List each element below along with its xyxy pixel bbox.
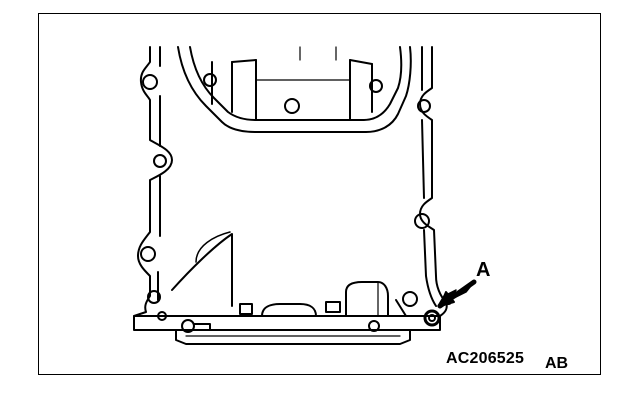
- figure-revision: AB: [545, 355, 569, 372]
- drain-plug-icon: [423, 309, 441, 327]
- sump-opening-inner: [189, 46, 403, 121]
- oil-pan-flange-outer: [133, 46, 448, 331]
- sump-opening-outer: [177, 46, 412, 133]
- bolt-hole-icon: [140, 73, 431, 307]
- figure-id: AC206525: [446, 350, 525, 367]
- oil-pan-flange-inner: [157, 46, 161, 301]
- illustration-frame: [38, 13, 601, 375]
- callout-label-a: A: [476, 259, 491, 281]
